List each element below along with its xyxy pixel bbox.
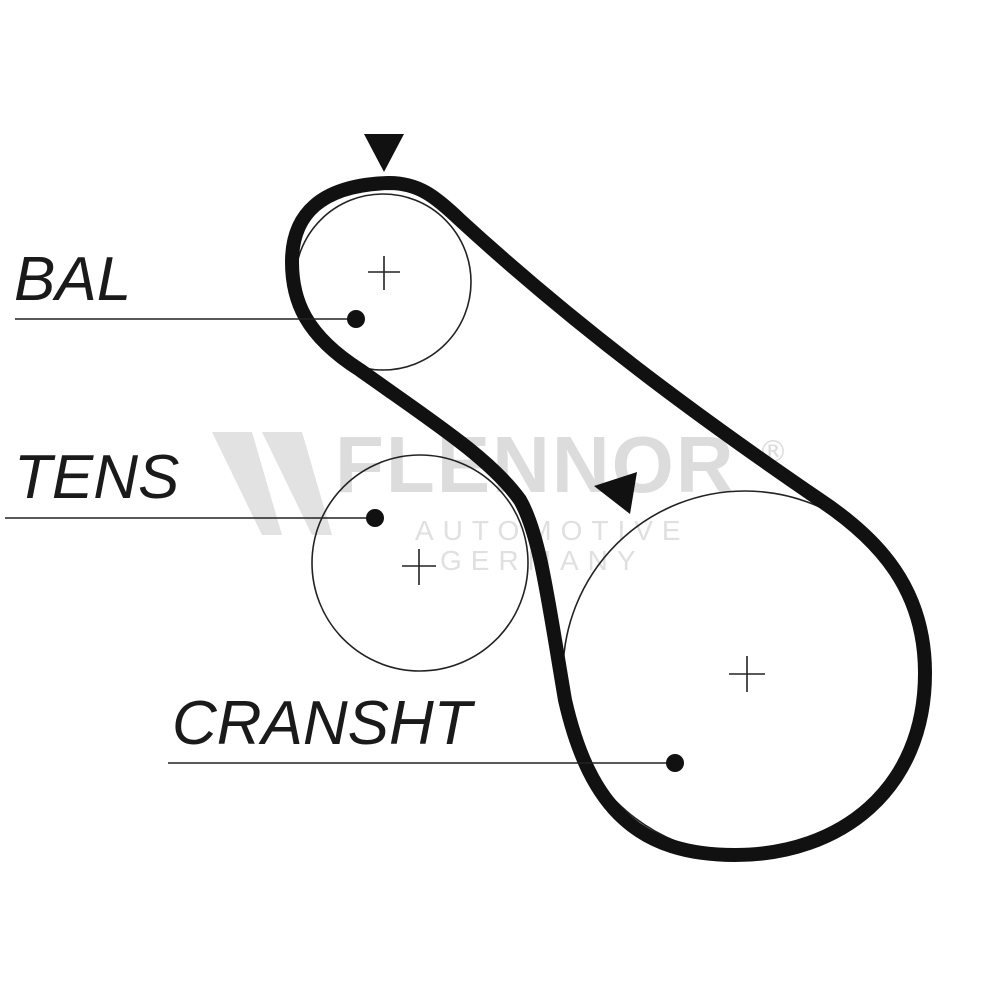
watermark-line1: AUTOMOTIVE <box>415 515 690 546</box>
tensioner-pulley <box>311 454 529 672</box>
crankshaft-center-cross-icon <box>729 656 765 692</box>
timing-mark-crank-icon <box>594 472 637 514</box>
cranshaft-label: CRANSHT <box>172 689 476 758</box>
tens-label: TENS <box>14 443 179 512</box>
bal-label: BAL <box>14 245 131 314</box>
timing-belt <box>285 176 932 862</box>
balance-center-cross-icon <box>368 256 400 290</box>
cranshaft-leader-dot <box>666 754 684 772</box>
tensioner-center-cross-icon <box>402 549 436 585</box>
timing-mark-top-icon <box>364 134 404 172</box>
tens-leader-dot <box>366 509 384 527</box>
watermark: FLENNOR ® AUTOMOTIVE GERMANY <box>212 420 788 576</box>
bal-leader-dot <box>347 310 365 328</box>
watermark-logo-icon <box>212 432 282 535</box>
watermark-brand: FLENNOR <box>335 420 736 509</box>
watermark-logo-icon <box>262 432 332 535</box>
